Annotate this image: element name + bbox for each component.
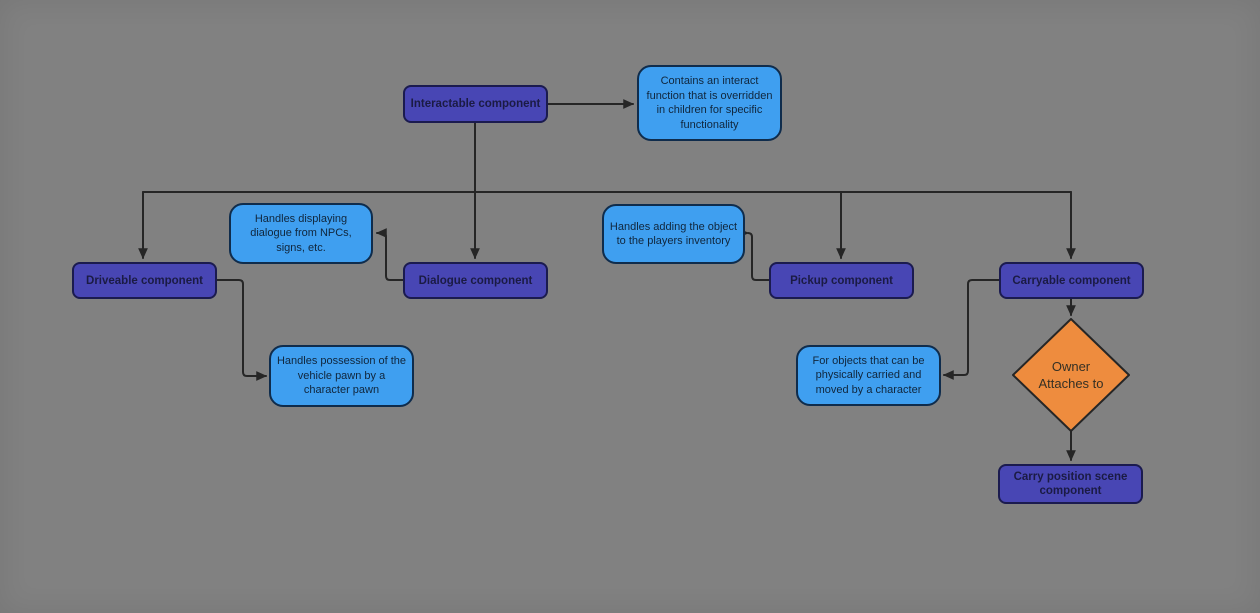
node-label: Handles possession of the vehicle pawn b… (276, 355, 407, 397)
node-pickup-note[interactable]: Handles adding the object to the players… (602, 204, 745, 264)
node-driveable-component[interactable]: Driveable component (72, 262, 217, 299)
node-owner-attaches-decision[interactable]: Owner Attaches to (1012, 318, 1130, 432)
node-pickup-component[interactable]: Pickup component (769, 262, 914, 299)
node-label: Carryable component (1012, 274, 1131, 287)
node-label: Handles displaying dialogue from NPCs, s… (250, 212, 352, 254)
node-dialogue-note[interactable]: Handles displaying dialogue from NPCs, s… (229, 203, 373, 264)
node-carryable-component[interactable]: Carryable component (999, 262, 1144, 299)
node-label: Contains an interact function that is ov… (646, 75, 773, 131)
node-interactable-component[interactable]: Interactable component (403, 85, 548, 123)
node-label: Carry position scene component (1013, 471, 1128, 497)
node-label: Owner Attaches to (1038, 359, 1104, 391)
edge-pickup-to-note (746, 228, 770, 281)
node-label: Pickup component (790, 274, 893, 287)
diamond-shape (1012, 318, 1130, 432)
node-label: Handles adding the object to the players… (609, 220, 738, 248)
edge-driveable-to-note (216, 279, 268, 381)
node-dialogue-component[interactable]: Dialogue component (403, 262, 548, 299)
node-label: Driveable component (86, 274, 203, 287)
node-carry-note[interactable]: For objects that can be physically carri… (796, 345, 941, 406)
edge-dialogue-to-note (375, 228, 404, 281)
node-label: For objects that can be physically carri… (812, 354, 925, 396)
node-carry-position-component[interactable]: Carry position scene component (998, 464, 1143, 504)
node-label: Interactable component (410, 98, 541, 110)
edge-carryable-to-note (942, 279, 1000, 380)
node-possession-note[interactable]: Handles possession of the vehicle pawn b… (269, 345, 414, 407)
node-label: Dialogue component (418, 274, 533, 287)
node-interact-function-note[interactable]: Contains an interact function that is ov… (637, 65, 782, 141)
edge-trunk (142, 122, 1072, 193)
